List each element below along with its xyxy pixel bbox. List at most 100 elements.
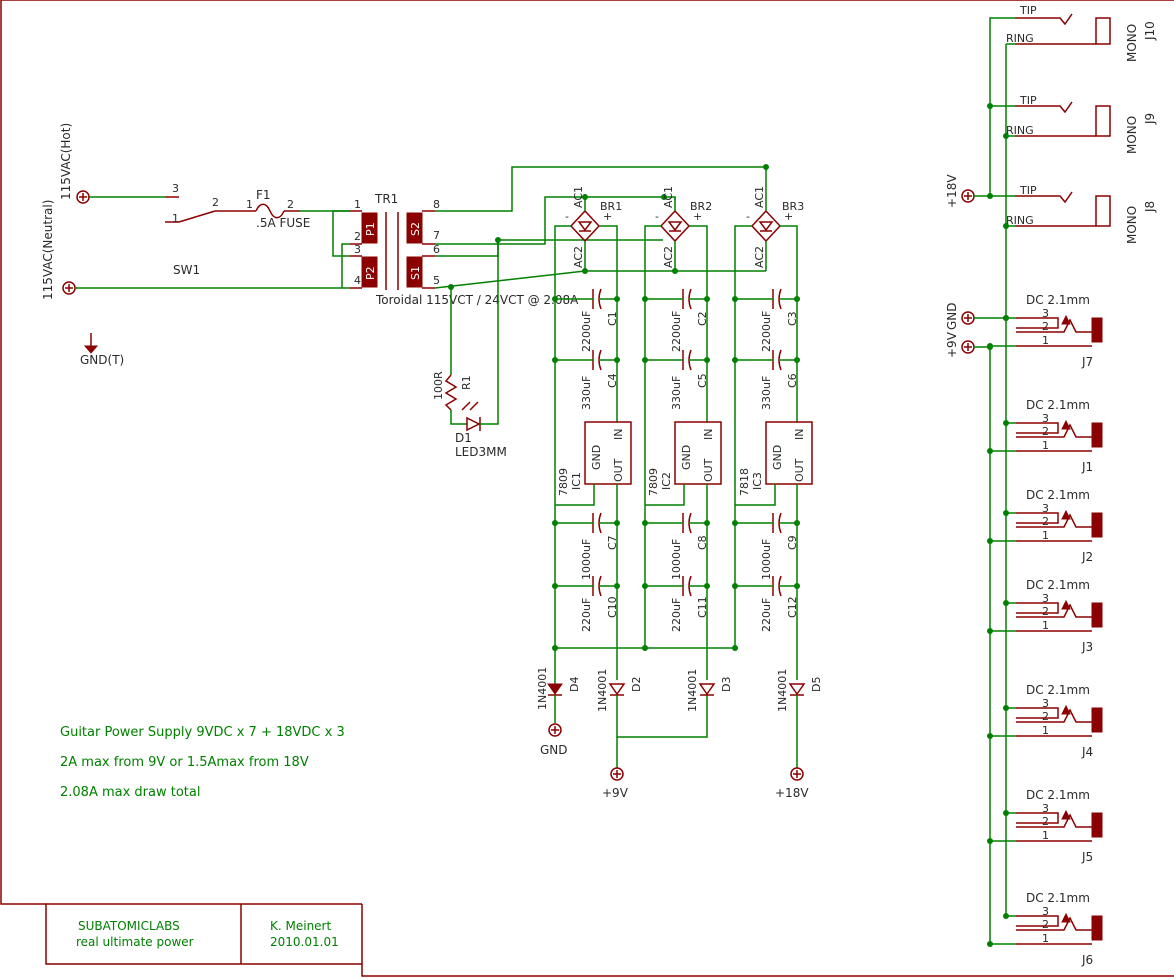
c4-value: 330uF (580, 376, 593, 410)
br3-label: BR3 (782, 200, 804, 213)
dc-jack-contact (1016, 512, 1059, 524)
dc-jack-label: J1 (1081, 460, 1093, 474)
ic3-gnd: GND (771, 445, 784, 470)
dc-jack-arrow-icon (1061, 704, 1071, 715)
dc-jack-junction (1003, 810, 1009, 816)
tr1-pin8: 8 (433, 198, 440, 211)
c11-label: C11 (696, 596, 709, 618)
c3-label: C3 (786, 311, 799, 326)
dc-jack-junction (987, 628, 993, 634)
dc-jack-pin3: 3 (1042, 697, 1049, 710)
dc-jack-body (1091, 512, 1103, 538)
r1-value: 100R (432, 371, 445, 400)
j9-label: J9 (1143, 113, 1157, 125)
ic1-label: IC1 (570, 472, 583, 490)
dc-jack-type: DC 2.1mm (1026, 398, 1090, 412)
tr1-pin5: 5 (433, 274, 440, 287)
ic1-out: OUT (612, 458, 625, 482)
dc-jack-spring (1016, 513, 1092, 528)
dc-jack-pin2: 2 (1042, 710, 1049, 723)
dc-jack-pin1: 1 (1042, 529, 1049, 542)
br3-ac1: AC1 (753, 186, 766, 208)
dc-jack-contact (1016, 602, 1059, 614)
c11-value: 220uF (670, 598, 683, 632)
tr1-s1: S1 (409, 266, 422, 280)
tr1-s2: S2 (409, 222, 422, 236)
dc-jack-junction (1003, 600, 1009, 606)
br1-ac2: AC2 (572, 246, 585, 268)
dc-jack-type: DC 2.1mm (1026, 488, 1090, 502)
dc-jack-pin2: 2 (1042, 425, 1049, 438)
dc-jack-junction (987, 941, 993, 947)
j9-type: MONO (1125, 116, 1139, 154)
ic2-out: OUT (702, 458, 715, 482)
d2-value: 1N4001 (596, 669, 609, 712)
c7-label: C7 (606, 535, 619, 550)
dc-jack-pin3: 3 (1042, 307, 1049, 320)
d4-label: D4 (568, 677, 581, 692)
c6-label: C6 (786, 373, 799, 388)
dc-jack-pin1: 1 (1042, 439, 1049, 452)
mono-jack-j10 (1015, 13, 1111, 45)
dc-jack-pin3: 3 (1042, 412, 1049, 425)
j8-label: J8 (1143, 201, 1157, 213)
terminal-18v (790, 767, 804, 781)
sw1-pin3: 3 (172, 182, 179, 195)
c2-label: C2 (696, 311, 709, 326)
dc-jack-label: J3 (1081, 640, 1093, 654)
channel-3 (732, 200, 813, 680)
terminal-right-9v (961, 340, 975, 354)
ic1-gnd: GND (590, 445, 603, 470)
dc-jack-junction (1003, 705, 1009, 711)
diode-d3-icon (698, 683, 716, 696)
br2-label: BR2 (690, 200, 712, 213)
br1-minus: - (565, 210, 569, 223)
dc-jack-pin3: 3 (1042, 802, 1049, 815)
br2-minus: - (655, 210, 659, 223)
dc-jack-label: J7 (1081, 355, 1093, 369)
c6-value: 330uF (760, 376, 773, 410)
br1-plus: + (603, 210, 612, 223)
dc-jack-junction (987, 838, 993, 844)
dc-jack-pin2: 2 (1042, 320, 1049, 333)
dc-jack-pin1: 1 (1042, 829, 1049, 842)
dc-jack-body (1091, 317, 1103, 343)
dc-jack-type: DC 2.1mm (1026, 788, 1090, 802)
dc-jack-arrow-icon (1061, 599, 1071, 610)
terminal-gnd (548, 723, 562, 737)
dc-jack-contact (1016, 812, 1059, 824)
ic3-label: IC3 (751, 472, 764, 490)
dc-jack-junction (987, 343, 993, 349)
dc-jack-junction (1003, 420, 1009, 426)
d5-label: D5 (810, 677, 823, 692)
c8-label: C8 (696, 535, 709, 550)
dc-jack-junction (987, 448, 993, 454)
title-date: 2010.01.01 (270, 935, 339, 949)
dc-jack-type: DC 2.1mm (1026, 578, 1090, 592)
br2-ac1: AC1 (662, 186, 675, 208)
label-ground-t: GND(T) (80, 353, 124, 367)
dc-jack-spring (1016, 813, 1092, 828)
ic1-reg: 7809 (557, 468, 570, 496)
diode-d2-icon (608, 683, 708, 768)
f1-pin1: 1 (246, 198, 253, 211)
j10-label: J10 (1143, 21, 1157, 41)
br3-minus: - (746, 210, 750, 223)
tr1-p1: P1 (364, 222, 377, 236)
c1-label: C1 (606, 311, 619, 326)
dc-jack-spring (1016, 318, 1092, 333)
dc-jack-pin2: 2 (1042, 605, 1049, 618)
ic2-reg: 7809 (647, 468, 660, 496)
dc-jack-label: J4 (1081, 745, 1093, 759)
dc-jack-contact (1016, 422, 1059, 434)
note-line-2: 2A max from 9V or 1.5Amax from 18V (60, 755, 309, 770)
c4-label: C4 (606, 373, 619, 388)
tr1-pin1: 1 (354, 198, 361, 211)
dc-jack-body (1091, 915, 1103, 941)
c12-value: 220uF (760, 598, 773, 632)
